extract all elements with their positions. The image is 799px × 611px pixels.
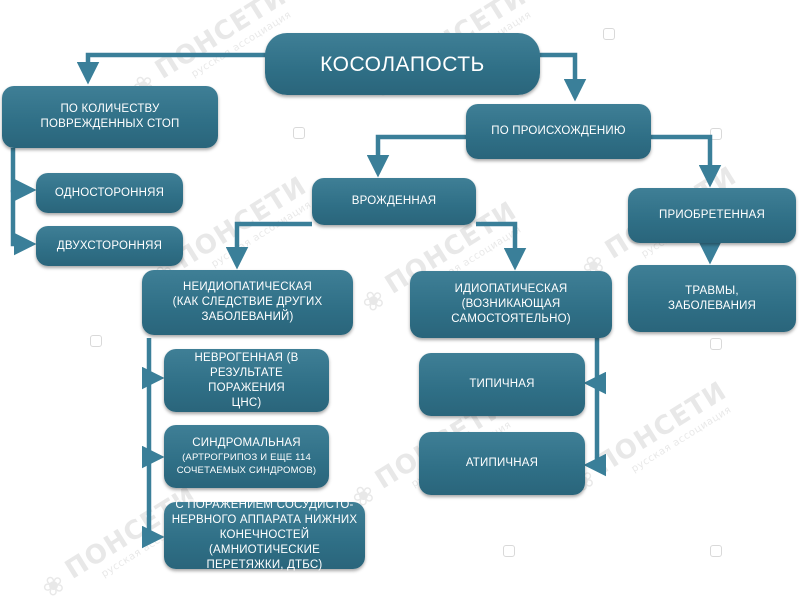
- node-bilateral: ДВУХСТОРОННЯЯ: [36, 226, 183, 266]
- node-trauma: ТРАВМЫ, ЗАБОЛЕВАНИЯ: [628, 265, 796, 332]
- node-atypical: АТИПИЧНАЯ: [419, 432, 585, 495]
- node-by-origin: ПО ПРОИСХОЖДЕНИЮ: [466, 104, 651, 159]
- connector-by-count-unilateral: [10, 148, 37, 202]
- watermark-copy-icon: [503, 545, 515, 557]
- connector-by-origin-congenital: [366, 134, 466, 178]
- node-unilateral: ОДНОСТОРОННЯЯ: [36, 173, 183, 213]
- watermark-copy-icon: [710, 338, 722, 350]
- node-acquired: ПРИОБРЕТЕННАЯ: [628, 188, 796, 243]
- connector-congenital-non-idiopathic: [225, 221, 312, 270]
- node-typical: ТИПИЧНАЯ: [419, 353, 585, 416]
- connector-root-by-origin: [537, 52, 587, 102]
- node-syndromal: СИНДРОМАЛЬНАЯ (АРТРОГРИПОЗ И ЕЩЕ 114 СОЧ…: [164, 425, 329, 488]
- connector-root-by-count: [76, 52, 268, 85]
- syndromal-note: (АРТРОГРИПОЗ И ЕЩЕ 114 СОЧЕТАЕМЫХ СИНДРО…: [176, 452, 317, 476]
- node-neurogenic: НЕВРОГЕННАЯ (В РЕЗУЛЬТАТЕ ПОРАЖЕНИЯ ЦНС): [164, 349, 329, 412]
- watermark-copy-icon: [293, 127, 305, 139]
- connector-by-count-bilateral: [10, 190, 37, 256]
- connector-congenital-idiopathic: [476, 221, 527, 271]
- node-by-count: ПО КОЛИЧЕСТВУ ПОВРЕЖДЕННЫХ СТОП: [2, 86, 218, 148]
- connector-by-origin-acquired: [651, 134, 722, 188]
- watermark-copy-icon: [603, 28, 615, 40]
- syndromal-title: СИНДРОМАЛЬНАЯ: [192, 437, 301, 449]
- node-congenital: ВРОЖДЕННАЯ: [312, 178, 476, 225]
- node-non-idiopathic: НЕИДИОПАТИЧЕСКАЯ (КАК СЛЕДСТВИЕ ДРУГИХ З…: [142, 270, 353, 335]
- node-idiopathic: ИДИОПАТИЧЕСКАЯ (ВОЗНИКАЮЩАЯ САМОСТОЯТЕЛЬ…: [410, 271, 612, 338]
- watermark-copy-icon: [710, 545, 722, 557]
- watermark-copy-icon: [90, 335, 102, 347]
- root-node: КОСОЛАПОСТЬ: [265, 33, 540, 95]
- node-vascular: С ПОРАЖЕНИЕМ СОСУДИСТО- НЕРВНОГО АППАРАТ…: [164, 499, 365, 571]
- watermark-copy-icon: [710, 128, 722, 140]
